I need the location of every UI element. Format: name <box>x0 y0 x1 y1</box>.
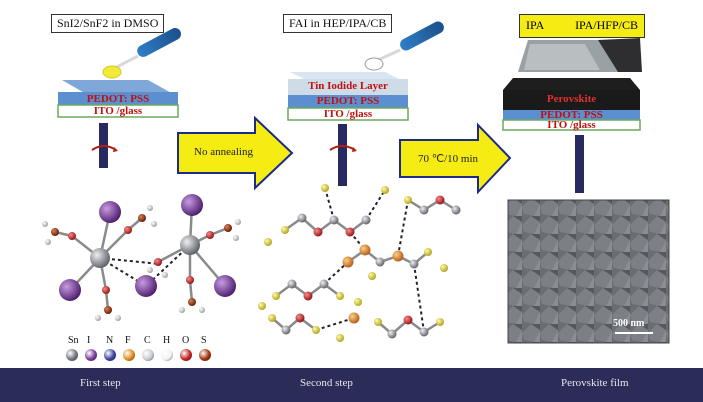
legend-symbol: H <box>163 335 171 346</box>
mixed-solvent-label: IPA/HFP/CB <box>575 18 638 32</box>
molecule-structure-2 <box>258 184 461 342</box>
process-arrow <box>177 115 294 191</box>
ito-layer-label: ITO /glass <box>93 105 143 117</box>
scale-bar <box>615 332 653 334</box>
legend-ball-icon <box>66 349 78 361</box>
tin-iodide-layer-label: Tin Iodide Layer <box>308 80 388 92</box>
legend-symbol: C <box>144 335 151 346</box>
legend-symbol: I <box>87 335 91 346</box>
spin-coater-icon <box>329 124 357 186</box>
pedot-layer-label: PEDOT: PSS <box>540 109 603 121</box>
step1-device <box>57 80 179 118</box>
dropper-icon <box>364 21 444 71</box>
footer-first-step: First step <box>80 377 121 389</box>
legend-symbol: F <box>125 335 131 346</box>
scale-bar-label: 500 nm <box>613 318 645 329</box>
pedot-layer-label: PEDOT: PSS <box>316 95 380 107</box>
legend-ball-icon <box>104 349 116 361</box>
legend-ball-icon <box>123 349 135 361</box>
spin-coater-icon <box>91 123 118 168</box>
step2-device <box>287 72 409 121</box>
legend-ball-icon <box>142 349 154 361</box>
treatment-label-box: IPA IPA/HFP/CB <box>519 14 645 38</box>
ipa-label: IPA <box>526 18 545 32</box>
ito-layer-label: ITO /glass <box>547 119 596 131</box>
legend-ball-icon <box>180 349 192 361</box>
dropper-icon <box>102 28 182 79</box>
precursor-label: SnI2/SnF2 in DMSO <box>51 14 165 33</box>
arrow-label-no-annealing: No annealing <box>194 146 253 158</box>
legend-ball-icon <box>161 349 173 361</box>
legend-ball-icon <box>199 349 211 361</box>
pedot-layer-label: PEDOT: PSS <box>86 93 150 105</box>
process-arrow <box>399 122 512 195</box>
molecule-structure-1 <box>42 194 241 321</box>
legend-ball-icon <box>85 349 97 361</box>
footer-perovskite-film: Perovskite film <box>561 377 629 389</box>
arrow-label-annealing: 70 ℃/10 min <box>418 153 479 165</box>
legend-symbol: N <box>106 335 114 346</box>
footer-bar: First step Second step Perovskite film <box>0 368 703 402</box>
step3-device <box>502 38 642 131</box>
legend-symbol: S <box>201 335 207 346</box>
solution-label: FAI in HEP/IPA/CB <box>283 14 393 33</box>
substrate-holder <box>575 135 584 193</box>
ito-layer-label: ITO /glass <box>323 108 373 120</box>
footer-second-step: Second step <box>300 377 353 389</box>
sem-image <box>507 199 670 344</box>
legend-symbol: Sn <box>68 335 79 346</box>
legend-symbol: O <box>182 335 190 346</box>
perovskite-layer-label: Perovskite <box>546 93 597 105</box>
